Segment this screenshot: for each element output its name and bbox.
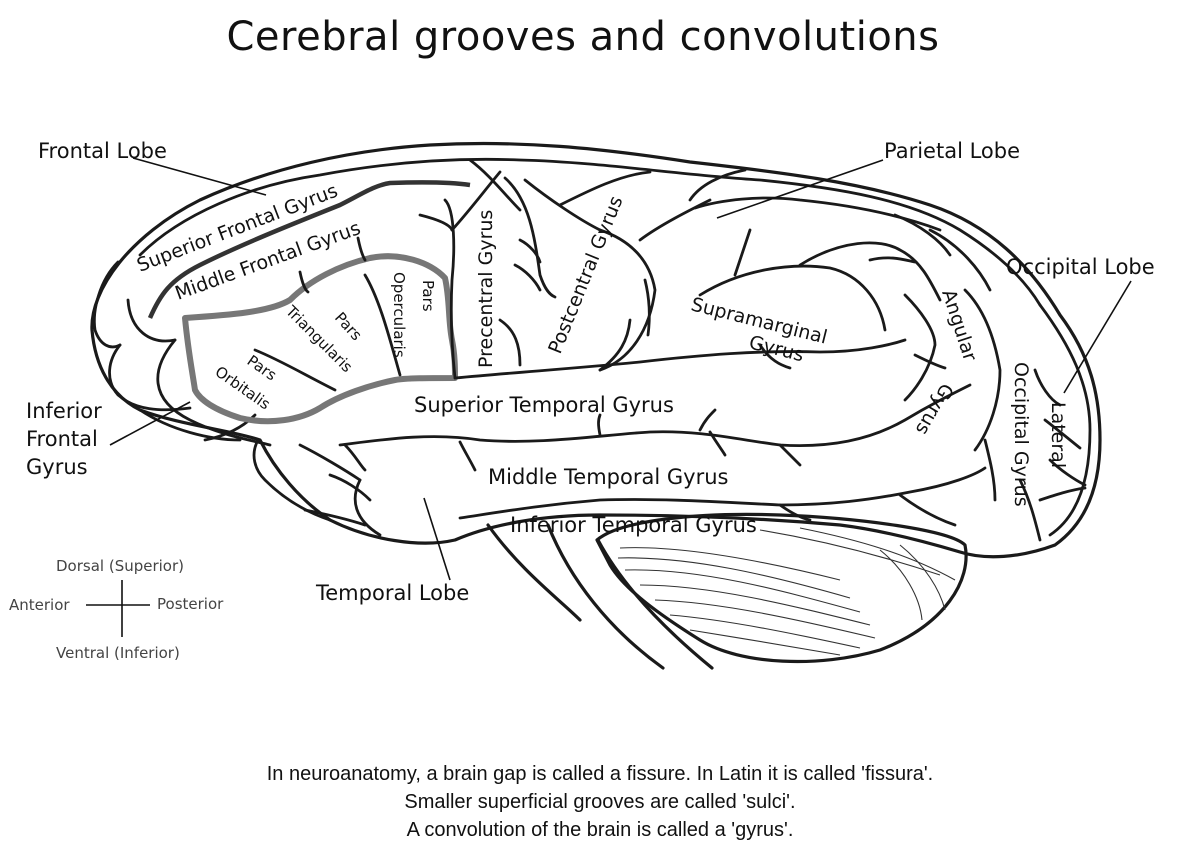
cerebrum-outline [90, 141, 1102, 559]
label-angular-gyrus: Angular Gyrus [911, 287, 981, 439]
svg-text:Lateral: Lateral [1047, 402, 1069, 468]
diagram-title: Cerebral grooves and convolutions [226, 14, 940, 60]
compass-posterior-label: Posterior [157, 595, 224, 613]
leader-frontal-lobe [132, 157, 267, 196]
cerebellum-folia [617, 527, 956, 656]
leader-inferior-frontal-gyrus [109, 401, 191, 446]
caption-line: A convolution of the brain is called a '… [406, 819, 794, 841]
svg-text:Gyrus: Gyrus [911, 380, 958, 439]
label-lateral-occipital-gyrus: Lateral Occipital Gyrus [1010, 362, 1069, 507]
central-region-sulci [418, 158, 747, 380]
label-inferior-temporal-gyrus: Inferior Temporal Gyrus [510, 513, 757, 537]
label-postcentral-gyrus: Postcentral Gyrus [544, 193, 627, 357]
svg-text:Inferior: Inferior [26, 399, 102, 423]
caption-line: Smaller superficial grooves are called '… [404, 791, 796, 813]
inferior-temporal-sulcus [458, 466, 987, 527]
svg-text:Pars: Pars [419, 280, 437, 312]
superior-frontal-sulcus [147, 180, 471, 319]
superior-temporal-sulcus [340, 385, 972, 472]
label-pars-triangularis: Pars Triangularis [281, 301, 365, 376]
label-pars-opercularis: Pars Opercularis [390, 272, 437, 358]
outline-inner-top [138, 157, 1042, 307]
caption-line: In neuroanatomy, a brain gap is called a… [266, 763, 934, 785]
cerebellum [595, 512, 968, 664]
label-pars-orbitalis: Pars Orbitalis [212, 352, 280, 414]
svg-text:Gyrus: Gyrus [26, 455, 88, 479]
svg-text:Pars: Pars [331, 309, 366, 345]
svg-text:Pars: Pars [244, 352, 280, 385]
label-precentral-gyrus: Precentral Gyrus [475, 210, 497, 368]
occipital-sulci [903, 288, 1087, 542]
label-middle-temporal-gyrus: Middle Temporal Gyrus [488, 465, 728, 489]
label-inferior-frontal-gyrus: Inferior Frontal Gyrus [26, 399, 102, 479]
outline-inner-back [1038, 303, 1092, 537]
compass-anterior-label: Anterior [9, 596, 70, 614]
label-occipital-lobe: Occipital Lobe [1006, 255, 1155, 279]
lateral-fissure [453, 338, 907, 380]
svg-text:Angular: Angular [937, 287, 981, 364]
svg-text:Frontal: Frontal [26, 427, 98, 451]
leader-occipital-lobe [1063, 280, 1132, 394]
leader-temporal-lobe [423, 497, 451, 581]
compass-ventral-label: Ventral (Inferior) [56, 644, 180, 662]
leader-parietal-lobe [716, 159, 884, 219]
svg-text:Occipital Gyrus: Occipital Gyrus [1010, 362, 1032, 507]
ifg-sulci [253, 236, 402, 392]
leader-lines [109, 157, 1132, 581]
temporal-pole-sulci [252, 438, 382, 537]
compass-dorsal-label: Dorsal (Superior) [56, 557, 184, 575]
label-frontal-lobe: Frontal Lobe [38, 139, 167, 163]
label-superior-temporal-gyrus: Superior Temporal Gyrus [414, 393, 674, 417]
orientation-compass: Dorsal (Superior) Ventral (Inferior) Ant… [9, 557, 224, 662]
svg-text:Opercularis: Opercularis [390, 272, 408, 358]
parietal-sulci [693, 196, 992, 332]
label-parietal-lobe: Parietal Lobe [884, 139, 1020, 163]
brainstem [486, 523, 714, 670]
label-temporal-lobe: Temporal Lobe [315, 581, 469, 605]
caption: In neuroanatomy, a brain gap is called a… [0, 760, 1200, 844]
